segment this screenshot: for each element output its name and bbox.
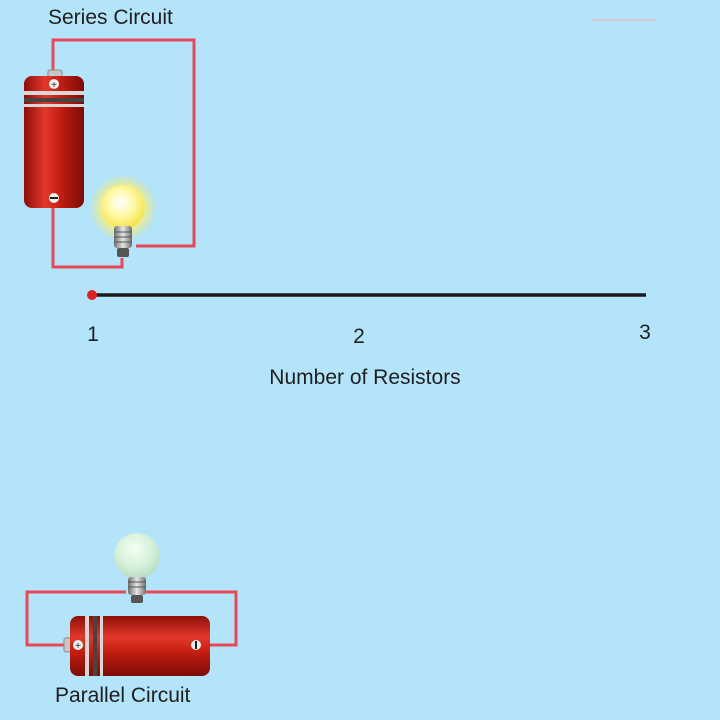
slider-tick-1[interactable]: 1 [87,323,99,346]
slider-axis-label: Number of Resistors [269,366,461,389]
slider-tick-2[interactable]: 2 [353,325,365,348]
plus-terminal-icon [49,79,59,89]
resistor-slider[interactable] [87,290,646,300]
svg-text:+: + [51,80,57,91]
series-circuit-label: Series Circuit [48,6,173,29]
series-circuit: + [24,38,196,269]
slider-handle[interactable] [87,290,97,300]
parallel-wire-right [146,590,238,647]
slider-tick-3[interactable]: 3 [639,321,651,344]
plus-terminal-icon [73,640,83,650]
series-battery: + [24,69,84,208]
parallel-wire-left [25,590,126,647]
parallel-battery: + [63,616,210,676]
series-wire-bottom [51,205,124,269]
series-bulb-lit-icon [89,174,157,257]
svg-text:+: + [75,641,81,652]
parallel-bulb-unlit-icon [114,533,160,603]
parallel-circuit-label: Parallel Circuit [55,684,191,707]
series-wire-top [51,38,196,248]
parallel-circuit: + [25,533,238,676]
